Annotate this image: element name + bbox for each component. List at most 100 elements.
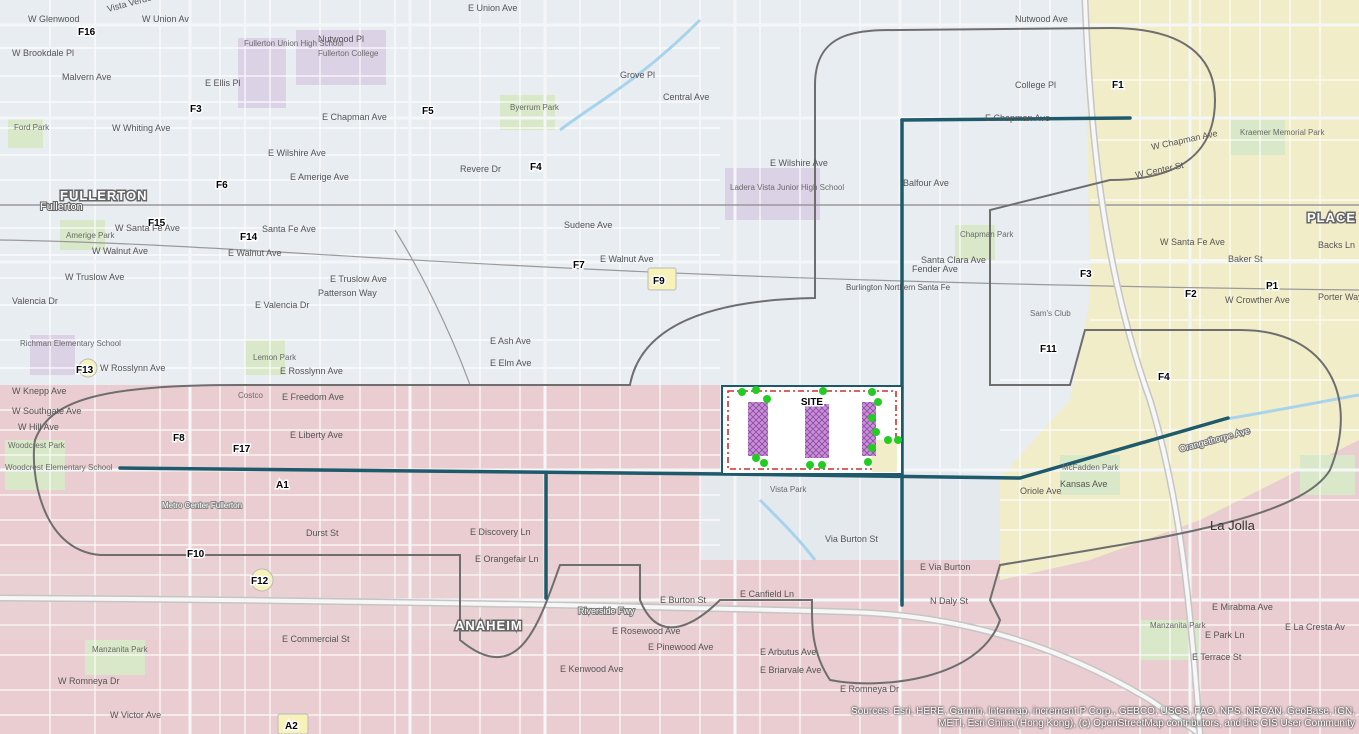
road-label: E Walnut Ave [600,254,654,264]
city-label-anaheim: ANAHEIM [455,618,523,633]
marker-bg [277,713,309,734]
site-boundary [727,390,897,470]
road-label: E Valencia Dr [255,300,309,310]
city-label-placentia: PLACE [1307,210,1356,225]
road-label: W Santa Fe Ave [1160,237,1225,247]
road-label: Santa Clara Ave [921,255,986,265]
road-label: E Arbutus Ave [760,647,816,657]
marker-F17[interactable]: F17 [232,443,253,457]
city-label-fullerton-small: Fullerton [40,201,83,213]
poi-label: Vista Park [770,485,807,494]
road-label: E Wilshire Ave [268,148,326,158]
marker-F8[interactable]: F8 [172,432,187,446]
marker-F13[interactable]: F13 [75,364,96,378]
poi-label: Manzanita Park [92,645,149,654]
marker-F3-east[interactable]: F3 [1079,268,1094,282]
marker-F2-east[interactable]: F2 [1184,288,1199,302]
road-label: E Elm Ave [490,358,531,368]
marker-F5[interactable]: F5 [421,105,436,119]
attribution-line-1: Sources: Esri, HERE, Garmin, Intermap, i… [851,706,1355,717]
road-label: W Knepp Ave [12,386,66,396]
road-label: Riverside Fwy [578,606,635,616]
road-label: E La Cresta Av [1285,622,1345,632]
railroad-line [0,239,1359,291]
road-label: Backs Ln [1318,240,1355,250]
marker-F4[interactable]: F4 [529,161,544,175]
marker-F4-east[interactable]: F4 [1157,371,1172,385]
building-1-hatch [748,402,768,456]
road-label: E Rosslynn Ave [280,366,343,376]
road-label: E Mirabma Ave [1212,602,1273,612]
road-label: Santa Fe Ave [262,224,316,234]
poi-label: McFadden Park [1062,463,1119,472]
road-label: E Ash Ave [490,336,531,346]
road-label: Malvern Ave [62,72,111,82]
marker-F11[interactable]: F11 [1039,343,1059,357]
road-label: Central Ave [663,92,709,102]
road-label: Oriole Ave [1020,486,1061,496]
marker-A2[interactable]: A2 [284,720,300,734]
road-label: W Walnut Ave [92,246,148,256]
road-label: E Romneya Dr [840,684,899,694]
poi-label: Fullerton College [318,49,379,58]
marker-F3[interactable]: F3 [189,103,204,117]
road-label: Sudene Ave [564,220,612,230]
marker-bg [250,568,274,592]
park-area [1230,120,1285,155]
study-buffer-outline [32,26,1342,685]
marker-F15[interactable]: F15 [147,217,168,231]
marker-F9[interactable]: F9 [652,275,667,289]
marker-F1-east[interactable]: F1 [1111,79,1126,93]
road-label: E Commercial St [282,634,350,644]
road-label: Nutwood Pl [318,34,364,44]
road-label: W Hill Ave [18,422,59,432]
marker-F6[interactable]: F6 [215,179,230,193]
road-label: Patterson Way [318,288,377,298]
marker-F12[interactable]: F12 [250,575,271,589]
marker-F7[interactable]: F7 [572,259,587,273]
poi-label: Lemon Park [253,353,297,362]
road-label: Fender Ave [912,264,958,274]
attribution-line-2: METI, Esri China (Hong Kong), (c) OpenSt… [938,718,1355,729]
poi-label: Manzanita Park [1150,621,1207,630]
poi-label: Chapman Park [960,230,1014,239]
poi-label: Metro Center Fullerton [162,501,242,510]
map-attribution: Sources: Esri, HERE, Garmin, Intermap, i… [795,706,1355,730]
junior-high-campus [725,168,820,220]
marker-F16[interactable]: F16 [77,26,98,40]
poi-labels: Fullerton Union High School Fullerton Co… [5,39,1325,654]
park-area [955,225,995,260]
marker-bg [78,358,98,378]
road-label: Baker St [1228,254,1263,264]
road-label: E Briarvale Ave [760,665,821,675]
road-label: E Rosewood Ave [612,626,680,636]
road-label: E Orangefair Ln [475,554,539,564]
road-label: Porter Way [1318,292,1359,302]
marker-P1[interactable]: P1 [1265,280,1281,294]
railroad-spur [394,229,471,386]
road-label: W Santa Fe Ave [115,223,180,233]
road-label: E Amerige Ave [290,172,349,182]
marker-A1[interactable]: A1 [275,479,291,493]
road-label: W Southgate Ave [12,406,81,416]
road-label: E Pinewood Ave [648,642,713,652]
poi-label: Ford Park [14,123,50,132]
marker-F10[interactable]: F10 [186,548,207,562]
poi-label: Sam's Club [1030,309,1071,318]
city-label-fullerton: FULLERTON [60,188,147,203]
haul-route [118,116,1230,607]
road-label: Kansas Ave [1060,479,1107,489]
road-label: W Whiting Ave [112,123,170,133]
road-label: E Canfield Ln [740,589,794,599]
park-area [245,340,285,375]
road-label: E Freedom Ave [282,392,344,402]
orange-fwy-inner [1083,0,1202,734]
road-label: E Ellis Pl [205,78,241,88]
park-area [8,118,43,148]
road-label: W Brookdale Pl [12,48,74,58]
creek [758,498,817,561]
marker-F14[interactable]: F14 [239,231,260,245]
park-area [1060,455,1120,495]
road-label: E Kenwood Ave [560,664,623,674]
